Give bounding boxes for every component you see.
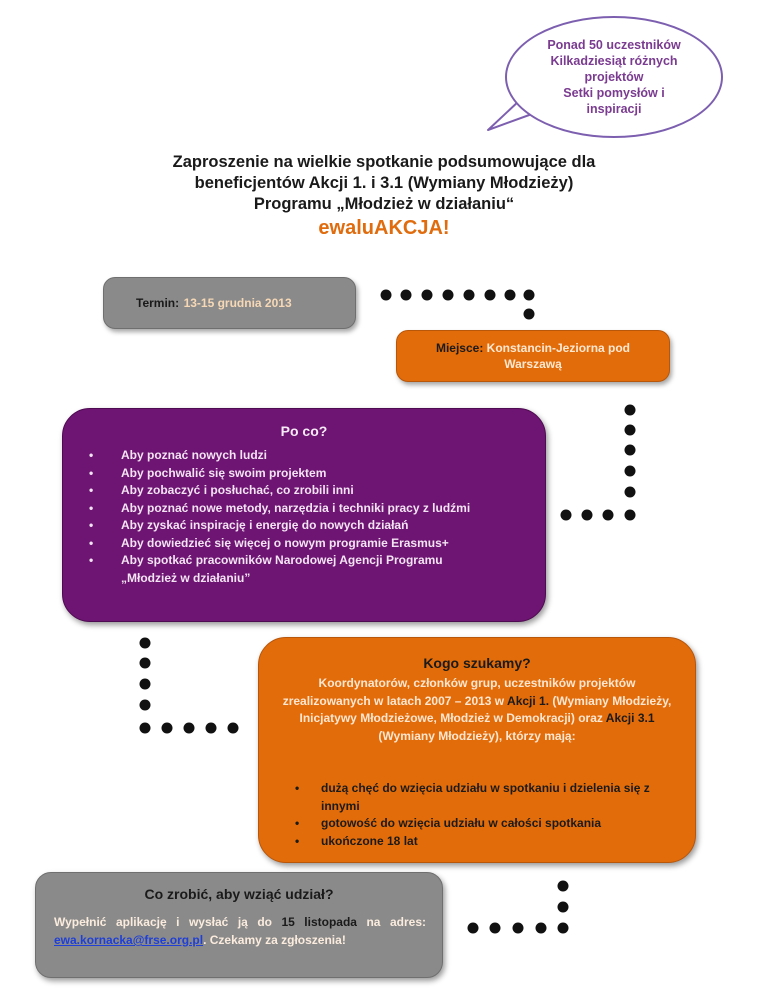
connector-dot — [557, 922, 569, 934]
connector-dot — [557, 880, 569, 892]
list-item: Aby dowiedzieć się więcej o nowym progra… — [81, 535, 501, 553]
connector-dot — [484, 289, 496, 301]
connector-dot — [161, 722, 173, 734]
connector-dot — [624, 486, 636, 498]
list-item: Aby poznać nowych ludzi — [81, 447, 501, 465]
how-text: Wypełnić aplikację i wysłać ją do — [54, 915, 282, 929]
list-item: Aby poznać nowe metody, narzędzia i tech… — [81, 500, 501, 518]
connector-dot — [602, 509, 614, 521]
connector-dot — [205, 722, 217, 734]
bubble-line: Kilkadziesiąt różnych — [550, 54, 678, 68]
connector-dot — [489, 922, 501, 934]
email-link[interactable]: ewa.kornacka@frse.org.pl — [54, 933, 204, 947]
why-box: Po co? Aby poznać nowych ludzi Aby pochw… — [62, 408, 546, 622]
list-item: Aby spotkać pracowników Narodowej Agencj… — [81, 552, 501, 587]
connector-dot — [523, 308, 535, 320]
speech-bubble: Ponad 50 uczestników Kilkadziesiąt różny… — [505, 16, 723, 138]
why-list: Aby poznać nowych ludzi Aby pochwalić si… — [81, 447, 501, 587]
connector-dot — [581, 509, 593, 521]
connector-dot — [227, 722, 239, 734]
bubble-line: Setki pomysłów i — [563, 86, 665, 100]
connector-dot — [467, 922, 479, 934]
title-line: Zaproszenie na wielkie spotkanie podsumo… — [172, 153, 596, 171]
bubble-line: inspiracji — [586, 102, 642, 116]
page-title: Zaproszenie na wielkie spotkanie podsumo… — [120, 152, 648, 241]
connector-dot — [139, 637, 151, 649]
connector-dot — [504, 289, 516, 301]
how-heading: Co zrobić, aby wziąć udział? — [144, 886, 334, 902]
list-item: ukończone 18 lat — [287, 833, 679, 851]
connector-dot — [442, 289, 454, 301]
date-label: Termin: — [136, 296, 180, 310]
title-line: beneficjentów Akcji 1. i 3.1 (Wymiany Mł… — [194, 174, 574, 192]
connector-dot — [139, 657, 151, 669]
why-heading: Po co? — [280, 423, 328, 439]
connector-dot — [183, 722, 195, 734]
connector-dot — [624, 465, 636, 477]
how-box: Co zrobić, aby wziąć udział? Wypełnić ap… — [35, 872, 443, 978]
connector-dot — [139, 699, 151, 711]
connector-dot — [560, 509, 572, 521]
place-label: Miejsce: — [435, 341, 484, 355]
bubble-line: Ponad 50 uczestników — [547, 38, 681, 52]
connector-dot — [523, 289, 535, 301]
list-item: dużą chęć do wzięcia udziału w spotkaniu… — [287, 780, 679, 815]
connector-dot — [139, 722, 151, 734]
bubble-line: projektów — [584, 70, 644, 84]
event-name: ewaluAKCJA! — [318, 217, 450, 239]
who-text: (Wymiany Młodzieży), którzy mają: — [378, 728, 576, 743]
connector-dot — [624, 424, 636, 436]
connector-dot — [557, 901, 569, 913]
title-line: Programu „Młodzież w działaniu“ — [253, 195, 515, 213]
how-description: Wypełnić aplikację i wysłać ją do 15 lis… — [54, 913, 426, 949]
connector-dot — [380, 289, 392, 301]
action-1-highlight: Akcji 1. — [507, 693, 550, 708]
how-text: . Czekamy za zgłoszenia! — [203, 933, 346, 947]
connector-dot — [463, 289, 475, 301]
who-text: Koordynatorów, członków grup, uczestnikó… — [282, 676, 636, 708]
place-box: Miejsce: Konstancin-Jeziorna pod Warszaw… — [396, 330, 670, 382]
list-item: Aby zobaczyć i posłuchać, co zrobili inn… — [81, 482, 501, 500]
connector-dot — [535, 922, 547, 934]
connector-dot — [139, 678, 151, 690]
who-description: Koordynatorów, członków grup, uczestnikó… — [279, 675, 675, 745]
deadline-date: 15 listopada — [281, 915, 357, 929]
list-item: gotowość do wzięcia udziału w całości sp… — [287, 815, 679, 833]
connector-dot — [421, 289, 433, 301]
place-value: Konstancin-Jeziorna pod Warszawą — [486, 341, 631, 371]
action-3-1-highlight: Akcji 3.1 — [605, 711, 655, 725]
requirements-list: dużą chęć do wzięcia udziału w spotkaniu… — [287, 780, 679, 850]
who-text: (Wymiany Młodzieży, Inicjatywy Młodzieżo… — [299, 693, 672, 726]
how-text: na adres: — [356, 915, 426, 929]
who-box: Kogo szukamy? Koordynatorów, członków gr… — [258, 637, 696, 863]
connector-dot — [624, 509, 636, 521]
date-value: 13-15 grudnia 2013 — [183, 296, 292, 310]
list-item: Aby zyskać inspirację i energię do nowyc… — [81, 517, 501, 535]
date-box: Termin: 13-15 grudnia 2013 — [103, 277, 356, 329]
list-item: Aby pochwalić się swoim projektem — [81, 465, 501, 483]
connector-dot — [400, 289, 412, 301]
connector-dot — [624, 444, 636, 456]
who-heading: Kogo szukamy? — [423, 655, 531, 671]
connector-dot — [512, 922, 524, 934]
connector-dot — [624, 404, 636, 416]
